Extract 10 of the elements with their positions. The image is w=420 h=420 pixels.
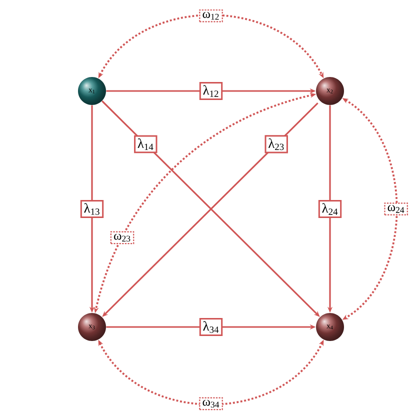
- edge-label: λ$_{24}$: [318, 200, 342, 218]
- edge-label: λ$_{34}$: [199, 318, 223, 336]
- edge-label: λ$_{12}$: [199, 82, 223, 100]
- edge-label: ω$_{24}$: [384, 202, 408, 216]
- edge-label: λ$_{14}$: [134, 135, 158, 154]
- edge-label: ω$_{12}$: [199, 9, 223, 22]
- edge-label: λ$_{23}$: [264, 135, 288, 154]
- edge-label: ω$_{23}$: [110, 231, 134, 244]
- edge-label: ω$_{34}$: [199, 397, 223, 410]
- edge-label: λ$_{13}$: [80, 200, 104, 218]
